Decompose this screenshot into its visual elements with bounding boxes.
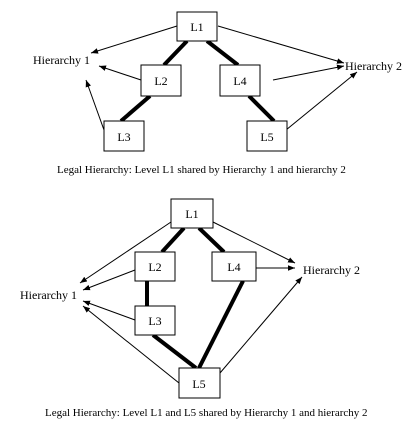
arrow-l5-to-hierarchy2 [285, 71, 358, 131]
edge-l1-l2 [160, 226, 186, 254]
arrow-l1-to-hierarchy2 [212, 221, 296, 264]
edge-l2-l3 [119, 94, 152, 123]
arrow-l3-to-hierarchy1 [82, 300, 136, 321]
hierarchy-2-label: Hierarchy 2 [303, 263, 360, 277]
arrow-l1-to-hierarchy1 [79, 221, 172, 284]
arrow-l1-to-hierarchy2 [217, 25, 345, 64]
hierarchy-1-label: Hierarchy 1 [33, 53, 90, 67]
node-l3: L3 [103, 120, 145, 152]
node-label: L4 [227, 260, 240, 274]
arrow-l3-to-hierarchy1 [85, 79, 105, 131]
node-l1: L1 [176, 11, 218, 42]
node-l4: L4 [219, 64, 261, 97]
edge-l1-l4 [197, 226, 226, 254]
node-l2: L2 [140, 64, 182, 97]
arrow-l2-to-hierarchy1 [82, 269, 136, 291]
arrow-l5-to-hierarchy1 [82, 305, 180, 384]
diagram-1: L1 L2 L4 L3 L5 Hierarchy 1 Hierarchy 2 L… [33, 11, 402, 176]
node-l5: L5 [178, 367, 221, 399]
arrow-l1-to-hierarchy1 [90, 25, 178, 54]
node-l3: L3 [134, 305, 176, 336]
node-l1: L1 [170, 198, 214, 229]
node-label: L5 [192, 377, 205, 391]
arrow-l2-to-hierarchy1 [98, 65, 142, 81]
arrow-l4-to-hierarchy2 [272, 64, 345, 81]
node-l5: L5 [246, 120, 288, 152]
edge-l3-l5 [151, 333, 198, 370]
arrow-l5-to-hierarchy2 [219, 276, 303, 374]
caption: Legal Hierarchy: Level L1 and L5 shared … [45, 407, 368, 419]
edge-l4-l5 [247, 94, 276, 123]
hierarchy-2-label: Hierarchy 2 [345, 59, 402, 73]
node-label: L1 [185, 207, 198, 221]
hierarchy-1-label: Hierarchy 1 [20, 288, 77, 302]
node-l2: L2 [134, 251, 176, 282]
diagram-2: L1 L2 L4 L3 L5 Hierarchy 1 Hierarchy 2 L… [20, 198, 368, 419]
edge-l1-l2 [162, 39, 189, 67]
node-label: L3 [148, 314, 161, 328]
node-label: L4 [233, 74, 246, 88]
edge-l4-l5 [197, 280, 245, 369]
node-label: L3 [117, 130, 130, 144]
node-label: L5 [260, 130, 273, 144]
caption: Legal Hierarchy: Level L1 shared by Hier… [57, 164, 346, 176]
node-label: L2 [148, 260, 161, 274]
edge-l1-l4 [205, 39, 240, 67]
node-label: L1 [190, 20, 203, 34]
node-l4: L4 [211, 251, 257, 282]
node-label: L2 [154, 74, 167, 88]
